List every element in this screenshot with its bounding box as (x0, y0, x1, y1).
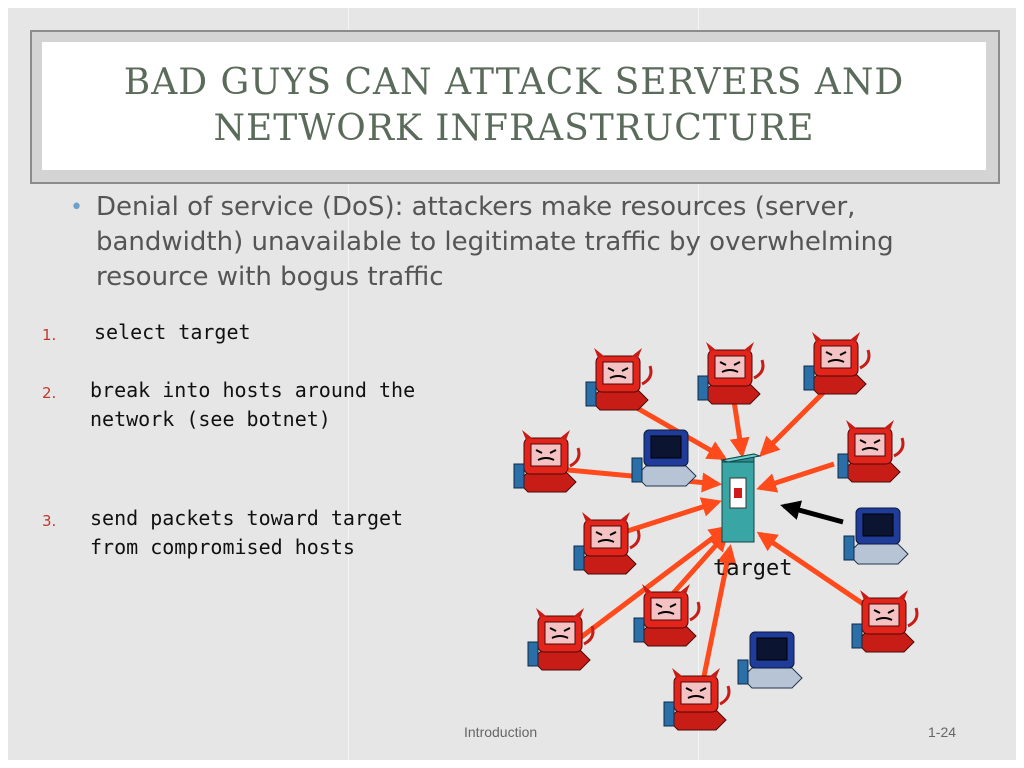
devil-computer-icon (851, 590, 919, 653)
server-tower-icon (720, 453, 762, 543)
attack-arrow (756, 461, 835, 493)
footer-section: Introduction (464, 724, 538, 740)
step-text: send packets toward target from compromi… (90, 506, 404, 559)
title-box: BAD GUYS CAN ATTACK SERVERS AND NETWORK … (42, 42, 986, 170)
devil-computer-icon (663, 668, 731, 731)
devil-computer-icon (803, 332, 871, 395)
legitimate-traffic-arrow (780, 500, 844, 525)
target-label: target (713, 556, 793, 581)
step-text: select target (94, 320, 251, 344)
step-number: 1. (42, 326, 57, 344)
slide-title: BAD GUYS CAN ATTACK SERVERS AND NETWORK … (123, 62, 905, 149)
step-number: 3. (42, 512, 57, 530)
bullet-text: Denial of service (DoS): attackers make … (96, 192, 894, 292)
devil-computer-icon (527, 608, 595, 671)
devil-computer-icon (585, 348, 653, 411)
bullet-dot-icon: • (70, 195, 83, 220)
attack-arrow (578, 525, 730, 640)
devil-computer-icon (513, 430, 581, 493)
attack-arrow (697, 544, 737, 697)
devil-computer-icon (633, 584, 701, 647)
title-frame: BAD GUYS CAN ATTACK SERVERS AND NETWORK … (30, 30, 1000, 184)
slide: BAD GUYS CAN ATTACK SERVERS AND NETWORK … (8, 8, 1016, 760)
step-number: 2. (42, 384, 57, 402)
background-divider (348, 8, 349, 760)
attack-arrow (759, 388, 828, 457)
computer-icon (843, 507, 909, 565)
devil-computer-icon (697, 342, 765, 405)
computer-icon (737, 631, 803, 689)
step-text: break into hosts around the network (see… (90, 378, 416, 431)
devil-computer-icon (573, 512, 641, 575)
computer-icon (631, 429, 697, 487)
devil-computer-icon (837, 420, 905, 483)
dos-attack-diagram (513, 332, 919, 731)
attack-arrow (756, 531, 880, 617)
slide-number: 1-24 (928, 724, 957, 740)
attack-arrow (611, 497, 722, 539)
